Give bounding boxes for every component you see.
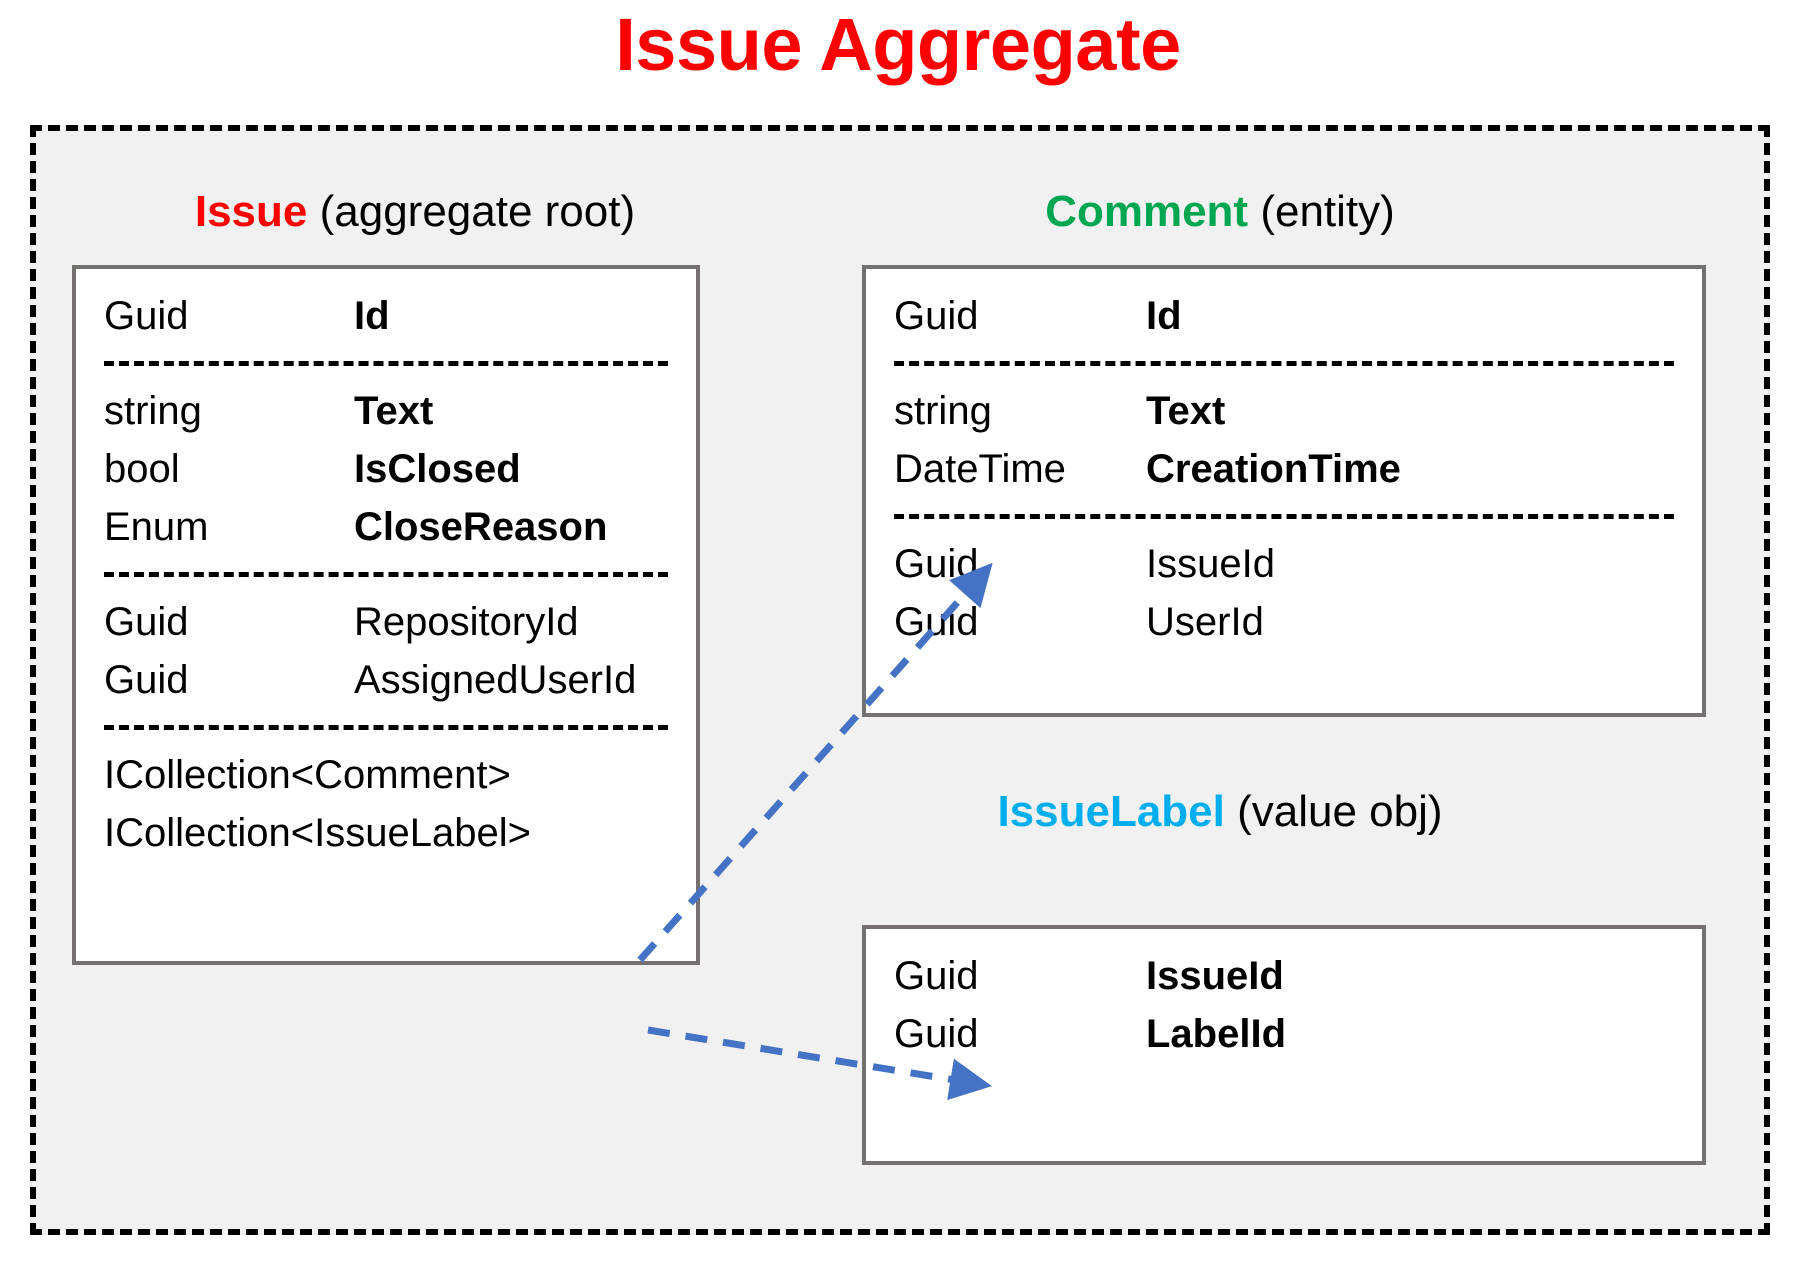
comment-entity-header: Comment (entity)	[880, 190, 1560, 234]
table-row: ICollection<Comment>	[104, 753, 511, 797]
issuelabel-entity-name: IssueLabel	[997, 787, 1225, 836]
table-row: Guid Id	[866, 287, 1702, 345]
field-name: AssignedUserId	[354, 658, 637, 702]
field-group-divider	[104, 572, 668, 577]
table-row: Guid IssueId	[866, 535, 1702, 593]
field-group-divider	[894, 514, 1674, 519]
page-title: Issue Aggregate	[615, 3, 1181, 86]
issue-entity-stereotype: (aggregate root)	[319, 187, 636, 236]
field-name: IssueId	[1146, 954, 1284, 998]
issue-entity-name: Issue	[194, 187, 308, 236]
field-name: RepositoryId	[354, 600, 579, 644]
issuelabel-entity-header: IssueLabel (value obj)	[880, 790, 1560, 834]
field-name: LabelId	[1146, 1012, 1287, 1056]
table-row: ICollection<IssueLabel>	[104, 811, 531, 855]
table-row: Guid AssignedUserId	[76, 651, 696, 709]
table-row: string Text	[866, 382, 1702, 440]
field-name: IsClosed	[354, 447, 521, 491]
table-row: Enum CloseReason	[76, 498, 696, 556]
field-name: UserId	[1146, 600, 1264, 644]
field-group-divider	[104, 361, 668, 366]
field-type: Guid	[894, 600, 979, 644]
field-type: Guid	[894, 954, 979, 998]
table-row: Guid LabelId	[866, 1005, 1702, 1063]
field-name: IssueId	[1146, 542, 1275, 586]
field-type: Enum	[104, 505, 209, 549]
field-name: Id	[1146, 294, 1182, 338]
field-name: CreationTime	[1146, 447, 1401, 491]
field-group-divider	[104, 725, 668, 730]
table-row: Guid IssueId	[866, 947, 1702, 1005]
comment-entity-stereotype: (entity)	[1260, 187, 1395, 236]
field-group-divider	[894, 361, 1674, 366]
field-name: CloseReason	[354, 505, 608, 549]
field-type: Guid	[894, 542, 979, 586]
field-type: Guid	[104, 658, 189, 702]
table-row: Guid Id	[76, 287, 696, 345]
comment-entity-box: Guid Id string Text DateTime CreationTime G…	[862, 265, 1706, 717]
table-row: Guid UserId	[866, 593, 1702, 651]
field-name: Id	[354, 294, 390, 338]
table-row: bool IsClosed	[76, 440, 696, 498]
field-type: DateTime	[894, 447, 1066, 491]
issue-entity-box: Guid Id string Text bool IsClosed Enum Close…	[72, 265, 700, 965]
table-row: DateTime CreationTime	[866, 440, 1702, 498]
field-type: bool	[104, 447, 180, 491]
field-type: string	[104, 389, 202, 433]
field-type: Guid	[104, 294, 189, 338]
table-row: string Text	[76, 382, 696, 440]
table-row: Guid RepositoryId	[76, 593, 696, 651]
field-type: Guid	[104, 600, 189, 644]
field-type: Guid	[894, 294, 979, 338]
issue-entity-header: Issue (aggregate root)	[95, 190, 735, 234]
field-name: Text	[354, 389, 434, 433]
field-type: Guid	[894, 1012, 979, 1056]
field-name: Text	[1146, 389, 1226, 433]
field-type: string	[894, 389, 992, 433]
comment-entity-name: Comment	[1045, 187, 1249, 236]
issuelabel-entity-stereotype: (value obj)	[1237, 787, 1443, 836]
